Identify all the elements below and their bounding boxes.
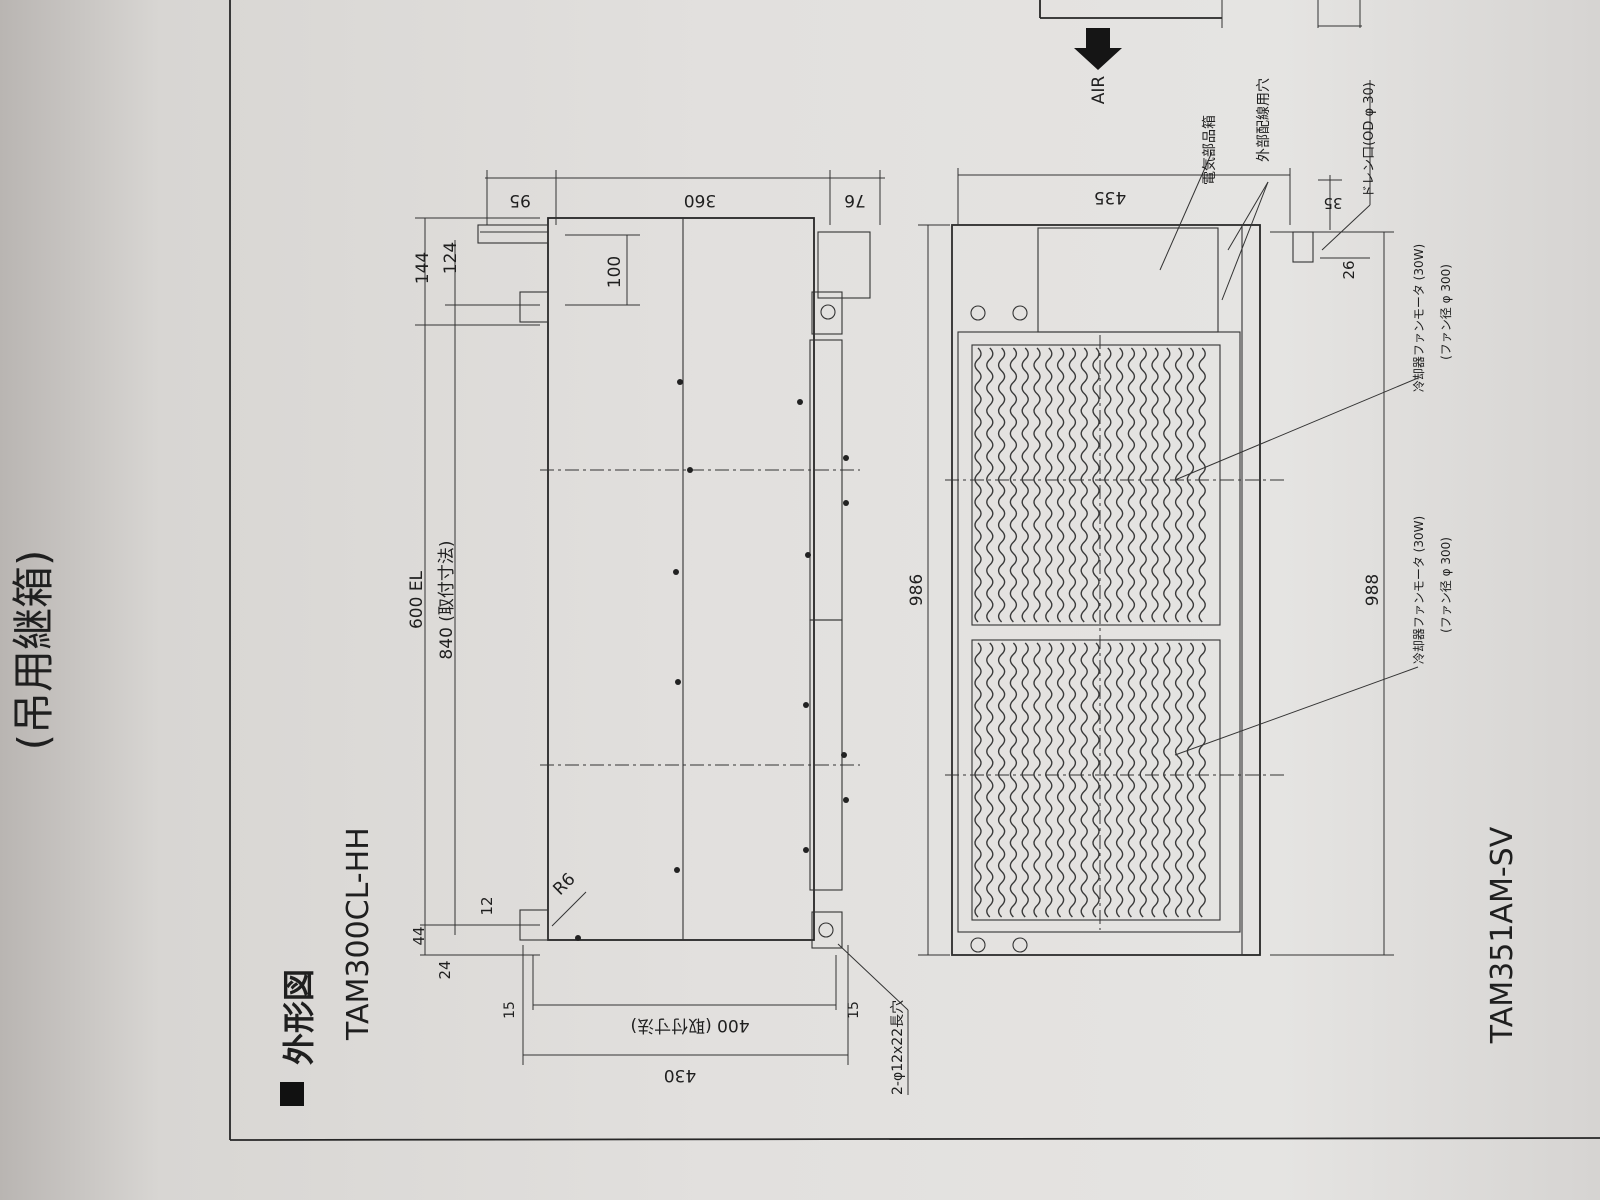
grille-fin [1068,347,1077,623]
dim-15-left: 15 [502,1001,518,1019]
radius-r6: R6 [549,869,579,899]
dim-12: 12 [478,896,496,915]
grille-fin [1056,642,1065,918]
grille-fin [1151,347,1159,623]
grille-fin [1198,642,1206,918]
grille-fin [1151,642,1159,918]
callout-wiring-hole: 外部配線用穴 [1256,78,1272,162]
dim-100: 100 [605,256,625,288]
dim-600-el: 600 EL [407,570,427,629]
grille-fin [1068,642,1077,918]
dim-360: 360 [684,190,716,210]
grille-fin [1104,642,1112,918]
grille-fin [974,642,982,918]
dim-988: 988 [1363,574,1383,606]
grille-fin [997,347,1006,623]
callout-fan-motor-2-sub: (ファン径 φ 300) [1439,537,1453,633]
grille-fin [1163,642,1171,918]
dim-35: 35 [1323,194,1342,212]
grille-fin [997,642,1006,918]
grille-fin [1174,642,1183,918]
callout-fan-motor-2: 冷却器ファンモータ (30W) [1412,516,1426,664]
grille-fin [1139,347,1147,623]
grille-fin [1127,347,1136,623]
dim-430: 430 [664,1065,696,1085]
grille-fin [1115,642,1124,918]
grille-fin [1115,347,1124,623]
grille-fin [1021,347,1029,623]
left-unit-body [477,217,909,1095]
grille-fin [1045,642,1053,918]
dim-144: 144 [413,252,433,284]
callout-drain: ドレン口(OD φ 30) [1362,82,1377,198]
dim-124: 124 [441,242,461,274]
sheet-border-bottom [229,1137,1600,1141]
grille-fin [1092,642,1100,918]
dim-986: 986 [907,574,927,606]
grille-fin [1163,347,1171,623]
grille-fin [1186,347,1195,623]
model-label-right: TAM351AM-SV [1485,826,1520,1044]
grille-fin [1186,642,1195,918]
fan-grille-1 [971,344,1221,626]
dim-44: 44 [410,926,428,945]
grille-fin [1080,347,1088,623]
grille-fin [986,347,994,623]
grille-fin [1033,642,1041,918]
grille-fin [1080,642,1088,918]
dim-15-right: 15 [846,1001,862,1019]
grille-fin [1045,347,1053,623]
grille-fin [1174,347,1183,623]
grille-fin [1104,347,1112,623]
airflow-label: AIR [1089,76,1109,105]
grille-fin [1127,642,1136,918]
partial-view-top-right [1039,0,1362,28]
continuation-heading: (吊用継箱) [9,550,58,751]
grille-fin [1021,642,1029,918]
dim-435: 435 [1094,187,1126,207]
grille-fin [1092,347,1100,623]
dim-95: 95 [509,190,531,210]
grille-fin [986,642,994,918]
grille-fin [1033,347,1041,623]
dim-76: 76 [844,190,866,210]
note-mounting-holes: 2-φ12x22長穴 [890,1000,906,1095]
grille-fin [1009,347,1018,623]
grille-fin [1056,347,1065,623]
section-title: 外形図 [280,969,318,1065]
callout-fan-motor-1: 冷却器ファンモータ (30W) [1412,244,1426,392]
callout-electrical-box: 電気部品箱 [1202,115,1218,185]
dim-840-mounting: 840 (取付寸法) [437,540,457,659]
section-marker-square [280,1082,304,1106]
left-unit-dimensions [415,170,885,1065]
grille-fin [1198,347,1206,623]
dim-24: 24 [436,960,454,979]
right-unit-dimensions [918,80,1419,956]
fan-grille-2 [971,639,1221,921]
dim-400-mounting: 400 (取付寸法) [630,1015,749,1035]
grille-fin [974,347,982,623]
right-unit-body [945,224,1314,956]
model-label-left: TAM300CL-HH [341,827,376,1041]
callout-fan-motor-1-sub: (ファン径 φ 300) [1439,264,1453,360]
airflow-arrow-icon [1074,28,1122,70]
grille-fin [1009,642,1018,918]
grille-fin [1139,642,1147,918]
dim-26: 26 [1340,260,1358,279]
